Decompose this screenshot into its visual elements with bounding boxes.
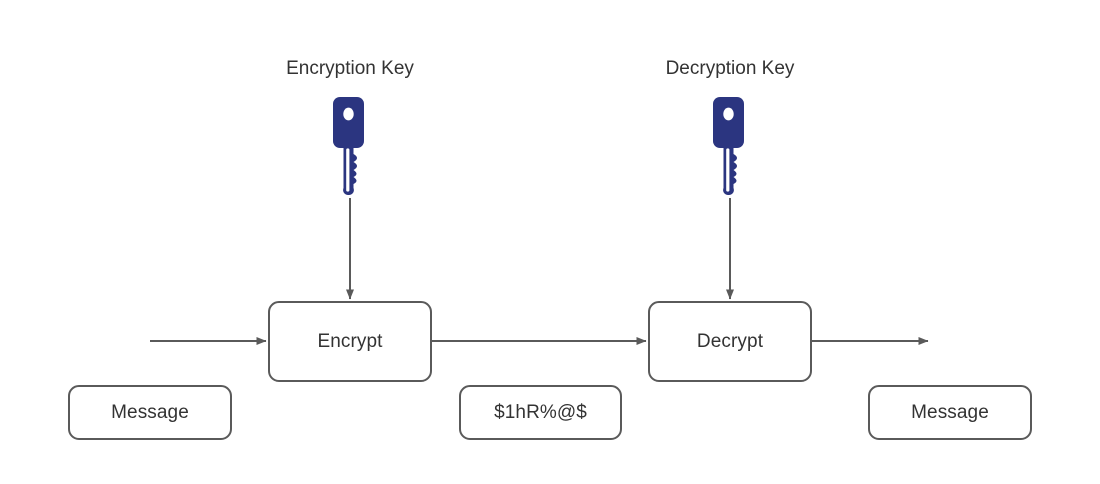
encrypt-box[interactable]: Encrypt xyxy=(268,301,432,382)
message-input-box[interactable]: Message xyxy=(68,385,232,440)
decryption-key-icon xyxy=(713,97,744,196)
decryption-key-label: Decryption Key xyxy=(665,58,795,79)
encryption-key-icon xyxy=(333,97,364,196)
decrypt-box[interactable]: Decrypt xyxy=(648,301,812,382)
ciphertext-box[interactable]: $1hR%@$ xyxy=(459,385,622,440)
message-output-box[interactable]: Message xyxy=(868,385,1032,440)
encryption-key-label: Encryption Key xyxy=(286,58,414,79)
